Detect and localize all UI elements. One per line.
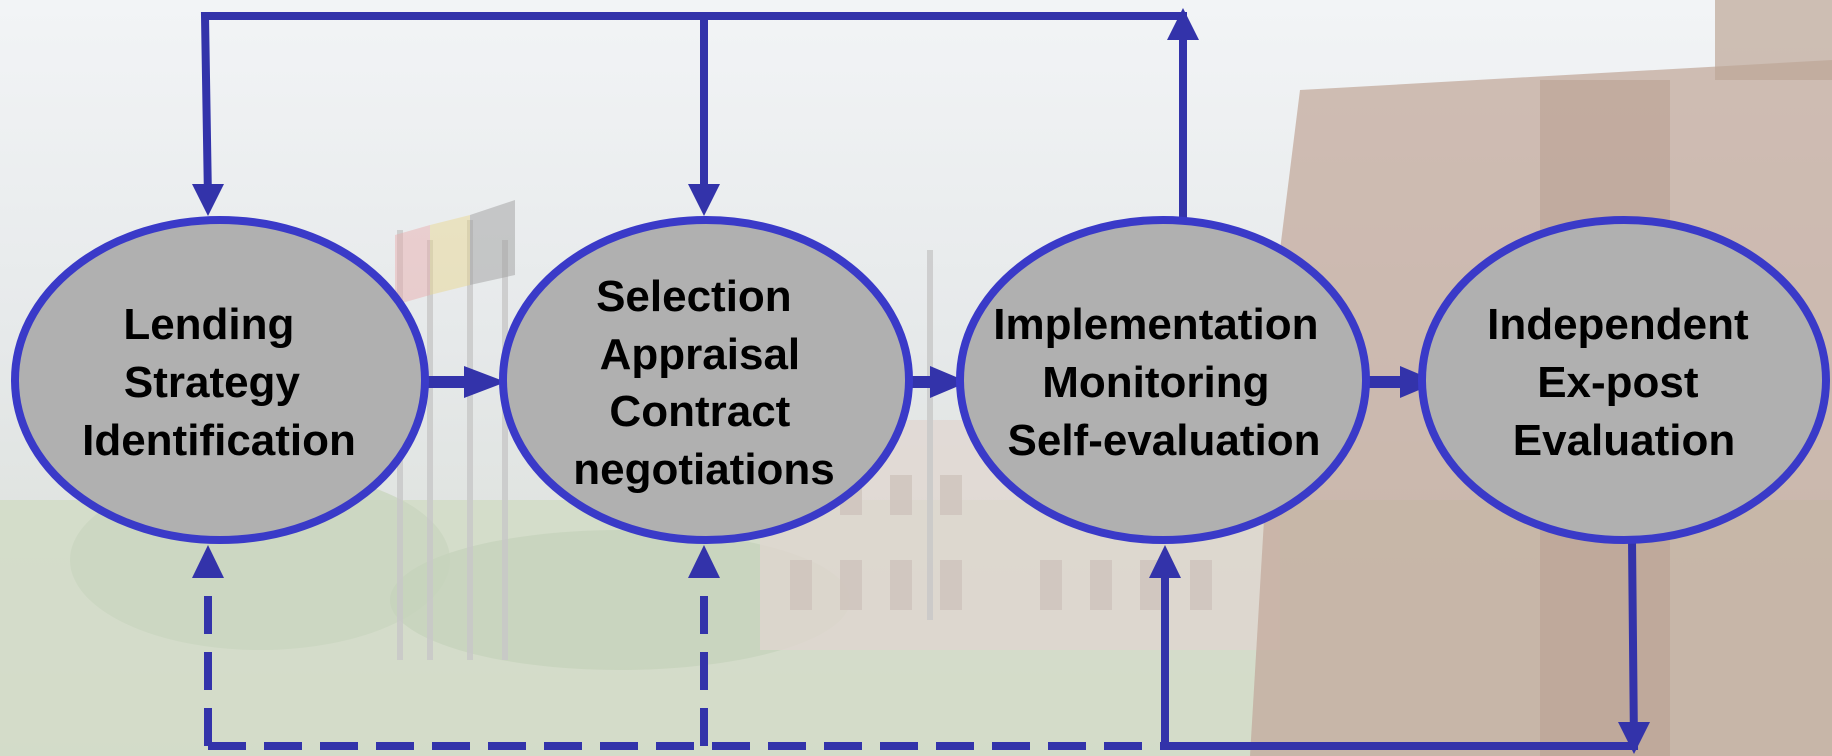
evaluation-feedback-arrowheads [1149,545,1650,754]
node-implementation-label: Implementation Monitoring Self-evaluatio… [993,300,1330,465]
node-lending-strategy-label: Lending Strategy Identification [82,300,356,465]
node-lending-strategy: Lending Strategy Identification [11,216,429,544]
evaluation-feedback-connector [1161,539,1639,750]
top-loop-arrowheads [192,8,1199,216]
node-selection-appraisal: Selection Appraisal Contract negotiation… [499,216,913,544]
top-loop-connector [200,12,1187,218]
dashed-feedback-connector [204,560,1165,750]
node-independent-evaluation-label: Independent Ex-post Evaluation [1487,300,1761,465]
node-selection-appraisal-label: Selection Appraisal Contract negotiation… [573,272,835,494]
dashed-arrowheads [192,545,720,578]
node-independent-evaluation: Independent Ex-post Evaluation [1418,216,1830,544]
node-implementation: Implementation Monitoring Self-evaluatio… [956,216,1370,544]
